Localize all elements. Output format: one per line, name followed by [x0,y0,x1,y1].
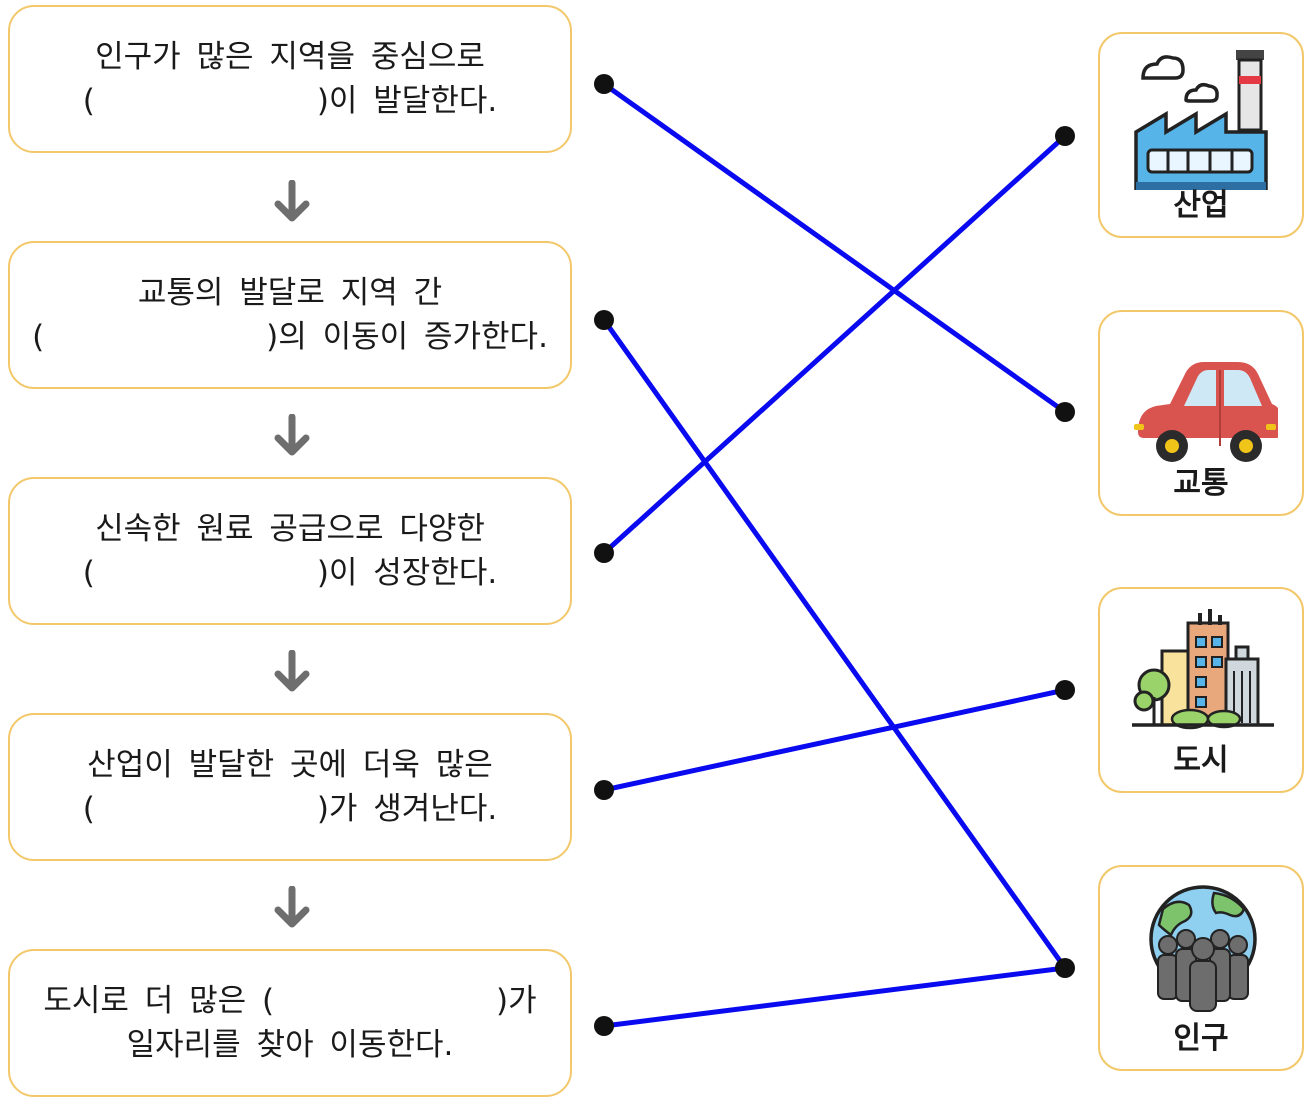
card-dot-1[interactable] [1055,126,1075,146]
statement-dot-5[interactable] [594,1016,614,1036]
statement-box-3: 신속한 원료 공급으로 다양한 ( )이 성장한다. [8,477,572,625]
statement-1-line-1: 인구가 많은 지역을 중심으로 [95,39,485,75]
connection-line-4 [601,687,1068,793]
card-dot-2[interactable] [1055,402,1075,422]
car-icon [1134,362,1278,462]
down-arrow-icon [274,650,310,692]
statement-dot-1[interactable] [594,74,614,94]
answer-label-industry: 산업 [1173,188,1229,223]
city-buildings-icon [1132,609,1274,730]
down-arrow-icon [274,414,310,456]
answer-card-population[interactable]: 인구 [1098,865,1304,1071]
down-arrow-icon [274,886,310,928]
connection-line-2 [601,317,1068,971]
statement-5-line-2: 일자리를 찾아 이동한다. [126,1027,454,1063]
card-dot-3[interactable] [1055,680,1075,700]
answer-label-population: 인구 [1173,1021,1229,1056]
statement-box-4: 산업이 발달한 곳에 더욱 많은 ( )가 생겨난다. [8,713,572,861]
statement-dot-2[interactable] [594,310,614,330]
down-arrow-icon [274,180,310,222]
statement-4-line-1: 산업이 발달한 곳에 더욱 많은 [87,747,493,783]
statement-3-line-1: 신속한 원료 공급으로 다양한 [95,511,485,547]
population-globe-icon [1149,885,1257,1012]
connection-line-1 [601,81,1068,415]
answer-label-transport: 교통 [1173,466,1229,501]
connection-line-5 [601,965,1068,1029]
card-dot-4[interactable] [1055,958,1075,978]
answer-label-city: 도시 [1173,743,1229,778]
factory-icon [1134,50,1268,190]
answer-card-city[interactable]: 도시 [1098,587,1304,793]
statement-2-line-2: ( )의 이동이 증가한다. [32,319,548,355]
statement-box-2: 교통의 발달로 지역 간 ( )의 이동이 증가한다. [8,241,572,389]
statement-box-5: 도시로 더 많은 ( )가 일자리를 찾아 이동한다. [8,949,572,1097]
answer-card-industry[interactable]: 산업 [1098,32,1304,238]
statement-4-line-2: ( )가 생겨난다. [82,791,498,827]
statement-5-line-1: 도시로 더 많은 ( )가 [43,983,537,1019]
connection-line-3 [601,133,1068,556]
statement-dot-4[interactable] [594,780,614,800]
statement-box-1: 인구가 많은 지역을 중심으로 ( )이 발달한다. [8,5,572,153]
answer-card-transport[interactable]: 교통 [1098,310,1304,516]
statement-1-line-2: ( )이 발달한다. [82,83,498,119]
statement-3-line-2: ( )이 성장한다. [82,555,498,591]
statement-2-line-1: 교통의 발달로 지역 간 [137,275,443,311]
statement-dot-3[interactable] [594,543,614,563]
